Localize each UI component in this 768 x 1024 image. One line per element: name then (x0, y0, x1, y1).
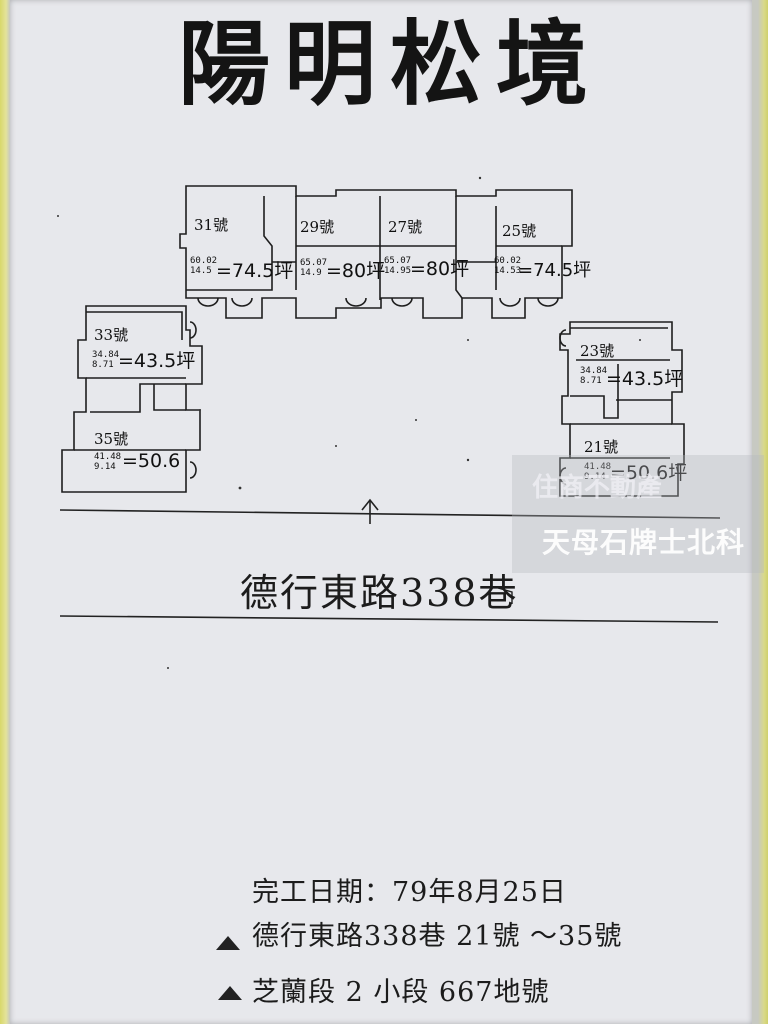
unit-33-label: 33號 (94, 326, 129, 344)
agency-watermark: 住商不動產 天母石牌士北科 (512, 455, 764, 573)
unit-23-area: =43.5坪 (606, 368, 684, 390)
watermark-area: 天母石牌士北科 (542, 526, 746, 559)
top-building-outline (179, 185, 573, 319)
unit-25-area: =74.5坪 (518, 260, 592, 281)
road-name: 德行東路338巷 (240, 571, 519, 615)
unit-21-label: 21號 (584, 438, 619, 456)
road-line-lower (59, 615, 719, 623)
land-lot: 芝蘭段 2 小段 667地號 (252, 977, 550, 1008)
unit-31-area: =74.5坪 (216, 260, 294, 282)
unit-27-label: 27號 (388, 218, 423, 236)
road-line-upper (59, 509, 721, 519)
completion-date: 完工日期：79年8月25日 (252, 877, 567, 908)
unit-31-label: 31號 (194, 216, 229, 234)
unit-25-label: 25號 (502, 222, 537, 240)
page-title: 陽明松境 (177, 10, 602, 118)
triangle-bullet-icon (216, 936, 240, 950)
address-range: 德行東路338巷 21號 ～35號 (252, 921, 623, 952)
unit-35-area: =50.6 (122, 450, 181, 472)
unit-23-label: 23號 (580, 342, 615, 360)
paper-sheet (10, 0, 752, 1024)
unit-29-label: 29號 (300, 218, 335, 236)
triangle-bullet-icon (218, 986, 242, 1000)
unit-33-area: =43.5坪 (118, 350, 196, 372)
unit-29-area: =80坪 (326, 260, 386, 282)
unit-35-label: 35號 (94, 430, 129, 448)
unit-21-area: =50.6坪 (610, 462, 688, 484)
watermark-brand: 住商不動產 (532, 473, 663, 503)
unit-27-area: =80坪 (410, 258, 470, 280)
right-building-outline (559, 321, 685, 497)
entrance-arrow (361, 498, 379, 524)
